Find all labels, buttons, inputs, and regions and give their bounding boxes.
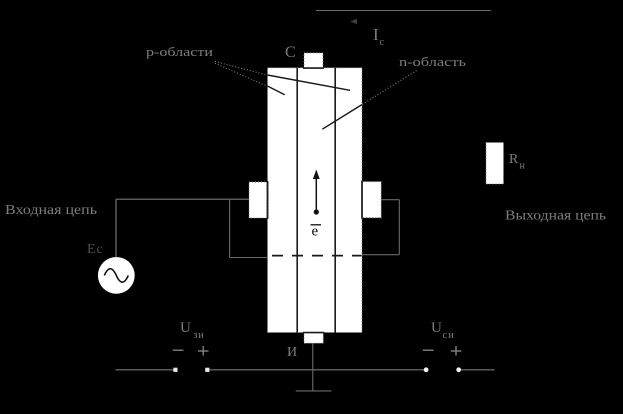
svg-text:R: R — [509, 152, 519, 167]
svg-text:U: U — [180, 320, 191, 336]
svg-text:Ес: Ес — [87, 242, 104, 257]
svg-text:С: С — [285, 44, 296, 61]
svg-text:си: си — [443, 330, 455, 341]
svg-text:n-область: n-область — [399, 54, 466, 69]
svg-text:Входная цепь: Входная цепь — [5, 203, 97, 218]
svg-text:I: I — [373, 25, 379, 44]
svg-text:Выходная цепь: Выходная цепь — [505, 209, 606, 224]
svg-text:И: И — [287, 345, 297, 360]
svg-text:с: с — [380, 37, 385, 48]
svg-text:е: е — [312, 224, 319, 240]
svg-text:p-области: p-области — [146, 44, 213, 59]
svg-text:н: н — [520, 161, 526, 172]
svg-text:U: U — [431, 320, 442, 336]
svg-text:зи: зи — [194, 330, 205, 341]
